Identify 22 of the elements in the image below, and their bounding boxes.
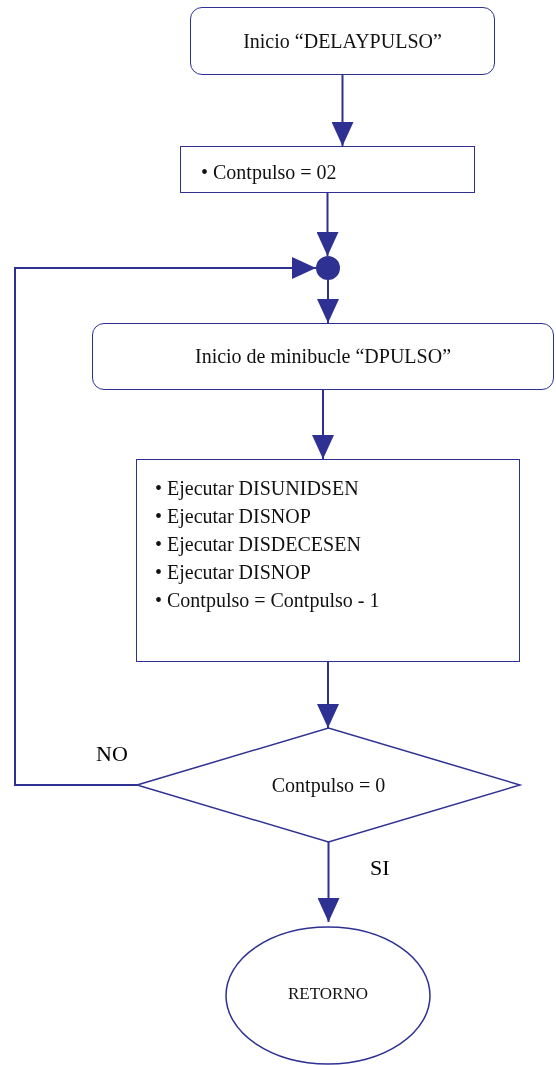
decision-text: Contpulso = 0 (271, 773, 386, 797)
end-text: RETORNO (288, 983, 368, 1004)
arrow (317, 279, 339, 324)
list-item: • Ejecutar DISDECESEN (155, 532, 362, 558)
process-box (136, 459, 520, 662)
arrow (14, 257, 317, 786)
start-box (92, 323, 554, 390)
list-item: • Ejecutar DISNOP (155, 560, 312, 586)
start-box (190, 7, 495, 75)
list-item: • Contpulso = 02 (201, 160, 337, 186)
process-box (180, 146, 475, 193)
arrow (331, 74, 354, 147)
arrow (317, 841, 340, 923)
box-text: Inicio “DELAYPULSO” (243, 29, 442, 53)
arrow (312, 389, 334, 460)
arrow (316, 192, 339, 257)
box-text: Inicio de minibucle “DPULSO” (194, 345, 452, 368)
arrow (317, 661, 339, 729)
list-item: • Ejecutar DISNOP (155, 504, 312, 530)
list-item: • Contpulso = Contpulso - 1 (155, 588, 380, 614)
junction-dot (316, 256, 340, 280)
list-item: • Ejecutar DISUNIDSEN (155, 476, 360, 502)
